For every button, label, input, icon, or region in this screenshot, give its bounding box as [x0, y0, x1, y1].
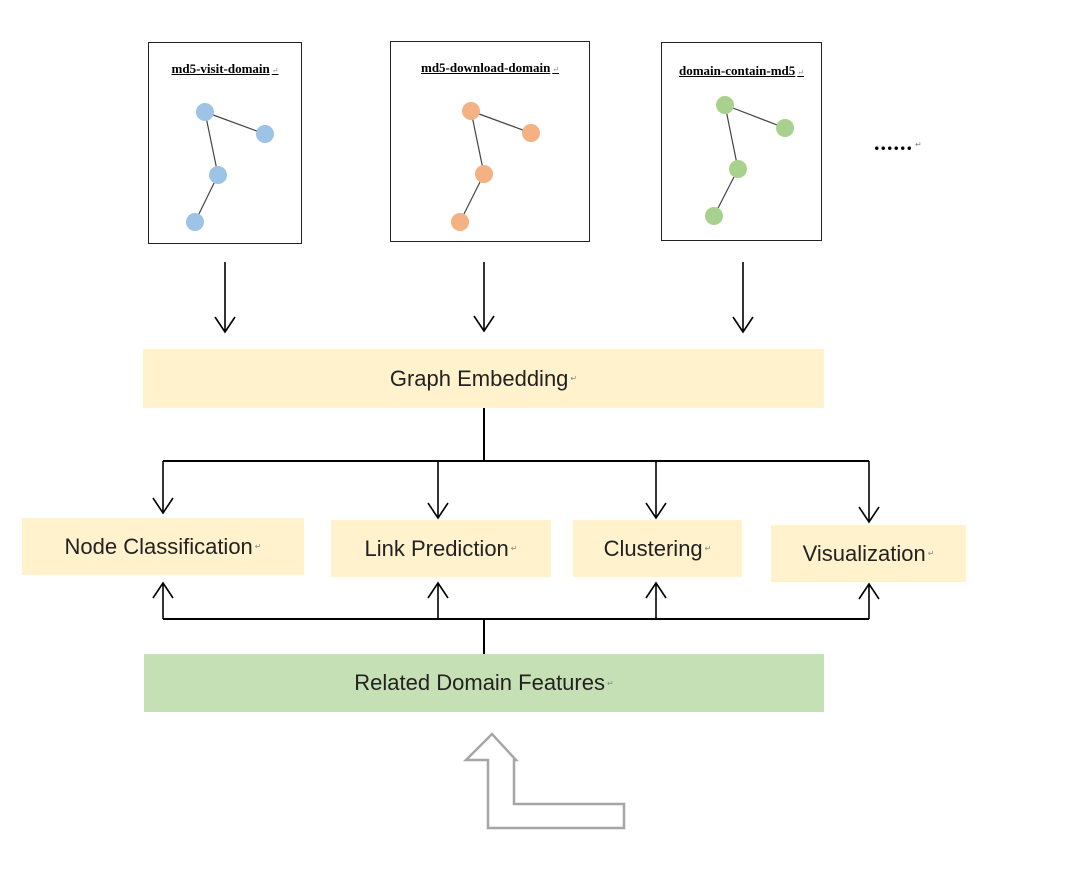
graph-node — [475, 165, 493, 183]
link-prediction-label: Link Prediction — [364, 535, 509, 561]
graph-node — [256, 125, 274, 143]
graph-nodes — [451, 102, 540, 231]
graph-node — [729, 160, 747, 178]
graph-node — [716, 96, 734, 114]
graph-title: md5-visit-domain↵ — [171, 61, 279, 76]
graph-nodes — [186, 103, 274, 231]
graph-embedding-box: Graph Embedding↵ — [143, 349, 824, 408]
related-domain-features-box: Related Domain Features↵ — [144, 654, 824, 712]
graph-title: domain-contain-md5↵ — [679, 63, 804, 78]
graph-title: md5-download-domain↵ — [420, 60, 559, 75]
graph-node — [522, 124, 540, 142]
link-prediction-box: Link Prediction↵ — [331, 520, 551, 577]
graph-node — [196, 103, 214, 121]
related-domain-features-label: Related Domain Features — [354, 670, 605, 695]
graph-box-md5-download-domain: md5-download-domain↵ — [390, 41, 590, 242]
graph-node — [462, 102, 480, 120]
graph-node — [209, 166, 227, 184]
clustering-label: Clustering — [603, 535, 703, 561]
graph-nodes — [705, 96, 794, 225]
graph-box-domain-contain-md5: domain-contain-md5↵ — [661, 42, 822, 241]
more-graphs-ellipsis: ......↵ — [874, 130, 923, 155]
graph-embedding-label: Graph Embedding — [389, 365, 569, 391]
visualization-box: Visualization↵ — [771, 525, 966, 582]
graph-node — [776, 119, 794, 137]
graph-node — [186, 213, 204, 231]
graph-node — [705, 207, 723, 225]
node-classification-box: Node Classification↵ — [22, 518, 304, 575]
clustering-box: Clustering↵ — [573, 520, 742, 577]
graph-node — [451, 213, 469, 231]
bent-up-arrow-icon — [462, 732, 626, 830]
node-classification-label: Node Classification — [64, 533, 253, 559]
visualization-label: Visualization — [802, 540, 926, 566]
graph-box-md5-visit-domain: md5-visit-domain↵ — [148, 42, 302, 244]
